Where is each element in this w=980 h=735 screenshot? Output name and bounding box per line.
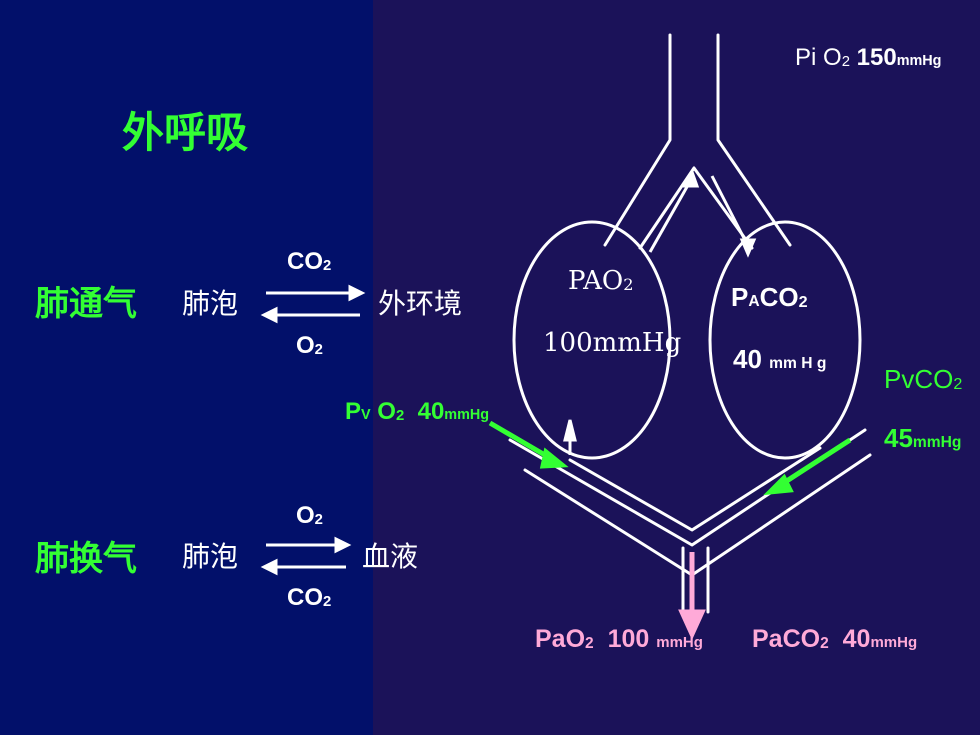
pv-co2-label: PvCO2 xyxy=(884,364,963,394)
pv-o2-readout: PV O2 40mmHg xyxy=(345,398,490,425)
vent-arrow-forward-head xyxy=(348,284,366,302)
capillary-middle xyxy=(568,446,822,532)
trachea-left-wall xyxy=(603,33,672,247)
pv-co2-flow-arrow xyxy=(780,437,852,487)
exch-arrow-forward-head xyxy=(334,536,352,554)
capillary-inner xyxy=(523,453,872,577)
alv-o2-value: 100mmHg xyxy=(543,328,682,358)
airflow-arrow-left-head xyxy=(682,168,700,188)
pv-o2-flow-arrow-head xyxy=(539,447,569,469)
airflow-arrow-left xyxy=(648,177,694,253)
right-alveolus xyxy=(708,220,862,460)
pa-co2-readout: PaCO2 40mmHg xyxy=(752,625,918,653)
right-panel xyxy=(373,0,980,735)
pa-o2-readout: PaO2 100 mmHg xyxy=(535,625,703,653)
exch-arrow-back-head xyxy=(260,558,278,576)
vent-upper-gas: CO2 xyxy=(287,248,332,275)
exch-upper-gas: O2 xyxy=(296,502,323,529)
small-arrow-icon xyxy=(563,419,577,442)
pv-o2-flow-arrow xyxy=(488,420,552,461)
left-panel xyxy=(0,0,373,735)
exch-to: 血液 xyxy=(362,540,419,573)
pv-co2-value: 45mmHg xyxy=(884,423,962,453)
vent-to: 外环境 xyxy=(378,287,463,320)
arterial-outflow-arrow-head xyxy=(678,609,706,641)
alv-o2-label: PAO2 xyxy=(568,266,634,296)
vent-from: 肺泡 xyxy=(182,287,239,320)
airflow-arrow-right xyxy=(710,175,750,247)
alv-co2-value: 40 mm H g xyxy=(733,344,827,374)
exch-label: 肺换气 xyxy=(35,539,137,579)
exch-lower-gas: CO2 xyxy=(287,584,332,611)
vent-label: 肺通气 xyxy=(35,284,137,324)
pv-co2-flow-arrow-head xyxy=(763,473,794,496)
left-alveolus xyxy=(512,220,672,460)
alv-co2-label: PACO2 xyxy=(731,282,808,312)
vent-lower-gas: O2 xyxy=(296,332,323,359)
trachea-right-wall xyxy=(716,33,792,247)
page-title: 外呼吸 xyxy=(122,108,249,157)
exch-from: 肺泡 xyxy=(182,540,239,573)
vent-arrow-back-head xyxy=(260,306,278,324)
airflow-arrow-right-head xyxy=(739,238,757,258)
pi-o2-readout: Pi O2 150mmHg xyxy=(795,44,942,71)
